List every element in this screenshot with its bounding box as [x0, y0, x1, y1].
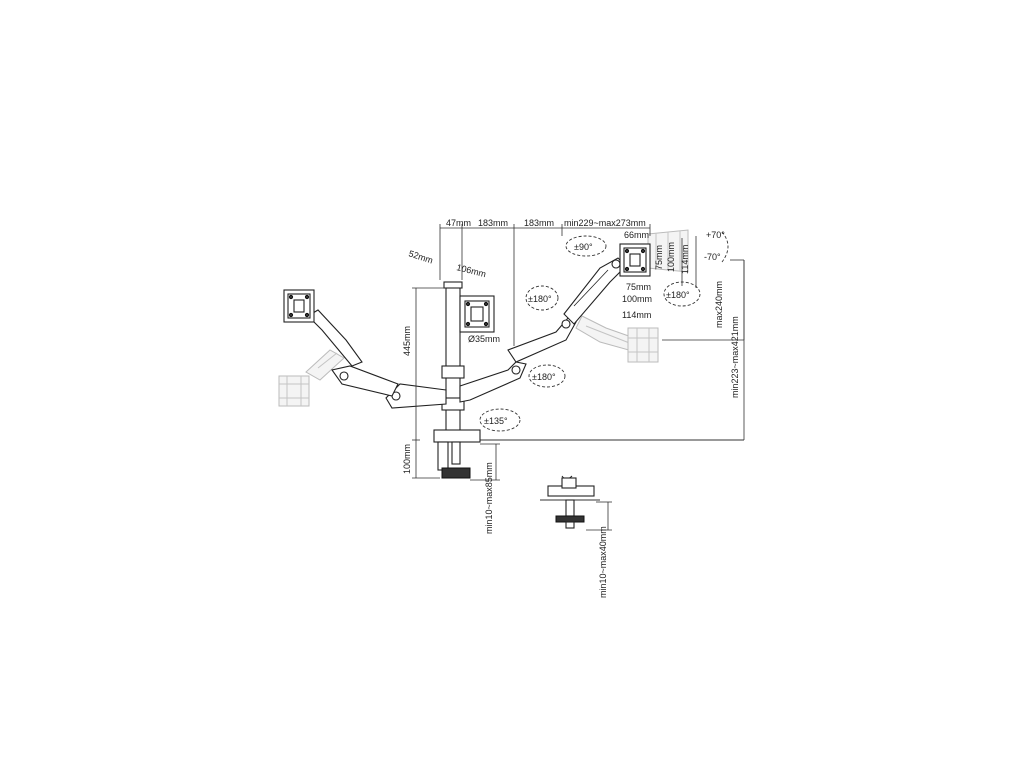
pole	[445, 283, 461, 441]
clamp-dimension-lines	[470, 443, 612, 531]
label-reach: min229~max273mm	[564, 218, 646, 228]
label-tilt-offset-2: 106mm	[456, 262, 488, 279]
label-rotate-screen: ±90°	[574, 242, 593, 252]
label-clamp-range: min10~max85mm	[484, 462, 494, 534]
label-arm-seg-1: 183mm	[478, 218, 508, 228]
label-vesa-100-top: 100mm	[666, 242, 676, 272]
pole-collar-upper	[441, 365, 465, 379]
center-vesa-plate	[459, 295, 495, 333]
right-arm-mid	[507, 317, 577, 363]
label-swivel-base: ±135°	[484, 416, 508, 426]
label-pole-height: 445mm	[402, 326, 412, 356]
label-pole-offset: 47mm	[446, 218, 471, 228]
rotation-arcs	[479, 231, 729, 432]
label-vesa-75-side: 75mm	[626, 282, 651, 292]
left-arm-outer	[307, 309, 399, 397]
label-head-height-range: min223~max421mm	[730, 316, 740, 398]
right-arm-gas-spring	[563, 257, 627, 325]
label-tilt-down: -70°	[704, 252, 721, 262]
label-head-offset: 66mm	[624, 230, 649, 240]
label-vesa-114-side: 114mm	[622, 310, 651, 320]
label-head-height-max: max240mm	[714, 281, 724, 328]
right-arm-inner	[459, 361, 527, 403]
label-swivel-arm: ±180°	[532, 372, 556, 382]
grommet-mount-detail	[540, 475, 600, 529]
ghost-right-vesa-plate	[627, 327, 659, 363]
label-swivel-head: ±180°	[666, 290, 690, 300]
right-dimension-lines	[662, 236, 745, 440]
label-clamp-height: 100mm	[402, 444, 412, 474]
label-grommet-range: min10~max40mm	[598, 526, 608, 598]
label-pole-diameter: Ø35mm	[468, 334, 500, 344]
label-tilt-up: +70°	[706, 230, 725, 240]
desk-clamp	[433, 429, 481, 479]
left-vesa-plate	[283, 289, 315, 323]
label-vesa-100-side: 100mm	[622, 294, 652, 304]
right-vesa-plate	[619, 243, 651, 277]
top-dimension-lines	[439, 224, 651, 346]
label-swivel-head-left: ±180°	[528, 294, 552, 304]
label-arm-seg-2: 183mm	[524, 218, 554, 228]
label-tilt-offset-1: 52mm	[407, 248, 434, 265]
label-vesa-114-top: 114mm	[680, 245, 690, 274]
pole-cap	[443, 281, 463, 289]
ghost-left-vesa-plate	[278, 375, 310, 407]
left-dimension-lines	[412, 287, 446, 479]
ghost-left-arm	[305, 349, 345, 381]
label-vesa-75-top: 75mm	[654, 245, 664, 270]
